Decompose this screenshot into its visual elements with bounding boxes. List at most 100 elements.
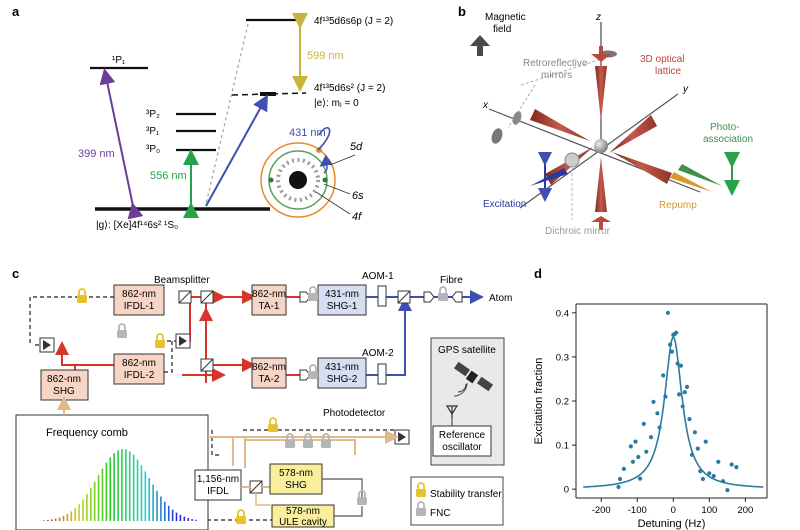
panel-a: a ¹P₁ ³P₂ ³P₁ ³P₀ |g⟩: [Xe]4f¹⁴6s² ¹S₀ 4…: [12, 4, 393, 231]
data-point: [734, 465, 739, 470]
ifdl1156-box: [194, 469, 242, 501]
aom2-label: AOM-2: [362, 348, 394, 359]
repump-beam: [670, 172, 712, 192]
photodetector-3: [394, 429, 410, 445]
panel-label-d: d: [534, 266, 542, 281]
photodetector-1: [39, 337, 55, 353]
fiber-couplers: [299, 291, 463, 381]
label-3P2: ³P₂: [146, 109, 160, 120]
lorentzian-fit-curve: [583, 336, 764, 488]
axis-z-label: z: [595, 12, 601, 23]
data-point: [677, 392, 682, 397]
electron-6s-b: [322, 177, 328, 183]
legend-fnc-label: FNC: [430, 508, 451, 519]
fibre-label: Fibre: [440, 275, 463, 286]
ta2-box: [251, 357, 287, 389]
fnc-lock-fibre: [437, 286, 449, 302]
data-point: [661, 373, 666, 378]
dichroic-mirror-shape: [564, 152, 580, 168]
stability-lock-1: [76, 288, 88, 304]
data-point: [716, 459, 721, 464]
x-axis-label: Detuning (Hz): [638, 518, 706, 530]
photo-association-label: Photo-association: [703, 122, 753, 145]
x-tick-label: 0: [671, 505, 676, 516]
data-point: [616, 484, 621, 490]
data-point: [725, 488, 730, 493]
satellite-icon: [453, 361, 494, 397]
reference-box: [432, 425, 492, 457]
shg2-box: [317, 357, 367, 389]
excited-level-dashed: [231, 92, 307, 96]
data-point: [668, 342, 673, 347]
axis-y-label: y: [682, 84, 689, 95]
y-tick-label: 0.2: [556, 397, 569, 408]
repump-label: Repump: [659, 200, 697, 211]
orbital-5d-label: 5d: [350, 141, 363, 153]
panel-label-a: a: [12, 4, 20, 19]
decay-dashed: [205, 23, 249, 205]
beamsplitter-cubes: [178, 290, 411, 372]
fnc-lock-mid: [116, 323, 128, 339]
y-tick-label: 0.4: [556, 308, 569, 319]
aom1-label: AOM-1: [362, 271, 394, 282]
data-point: [695, 446, 700, 451]
y-axis-label: Excitation fraction: [533, 358, 545, 445]
ta1-box: [251, 284, 287, 316]
frequency-comb-box: [15, 414, 209, 530]
lower-split: [255, 493, 272, 506]
panel-label-c: c: [12, 266, 19, 281]
excitation-loop: [317, 127, 331, 151]
shg578-box: [269, 463, 323, 495]
comb-to-shg578: [245, 439, 356, 455]
atom-cloud: [594, 139, 608, 153]
data-point: [638, 476, 643, 481]
stability-lock-3: [267, 417, 279, 433]
data-point: [675, 361, 680, 366]
shg1-box: [317, 284, 367, 316]
upper-state-label: 4f¹³5d6s6p (J = 2): [314, 16, 393, 27]
gps-label: GPS satellite: [438, 345, 496, 356]
data-point: [657, 425, 662, 430]
electron-6s-a: [268, 177, 274, 183]
data-point: [692, 430, 698, 435]
data-point: [680, 404, 685, 409]
orbital-5d-ring: [260, 142, 336, 218]
wl-399-label: 399 nm: [78, 148, 115, 160]
x-tick-label: 200: [737, 505, 753, 516]
data-point: [682, 390, 687, 395]
magnetic-field-arrow: [470, 35, 490, 56]
data-point: [674, 330, 679, 335]
y-tick-label: 0.3: [556, 352, 569, 363]
data-point: [700, 476, 706, 482]
photodetector-2: [175, 333, 191, 349]
data-point: [641, 421, 646, 426]
label-1P1: ¹P₁: [112, 55, 126, 66]
label-3P0: ³P₀: [146, 144, 160, 155]
orbital-4f-label: 4f: [352, 211, 362, 223]
ifdl2-box: [113, 353, 165, 385]
x-tick-label: -200: [592, 505, 611, 516]
stability-lock-2: [154, 333, 166, 349]
data-points: [616, 310, 739, 493]
wl-431-label: 431 nm: [289, 127, 326, 139]
data-point: [687, 417, 692, 422]
y-tick-label: 0: [564, 485, 569, 496]
data-point: [651, 399, 656, 404]
data-point: [648, 435, 654, 440]
beamsplitter-label: Beamsplitter: [154, 275, 210, 286]
data-point: [636, 454, 641, 460]
leader-5d: [329, 154, 356, 166]
data-point: [665, 310, 671, 315]
